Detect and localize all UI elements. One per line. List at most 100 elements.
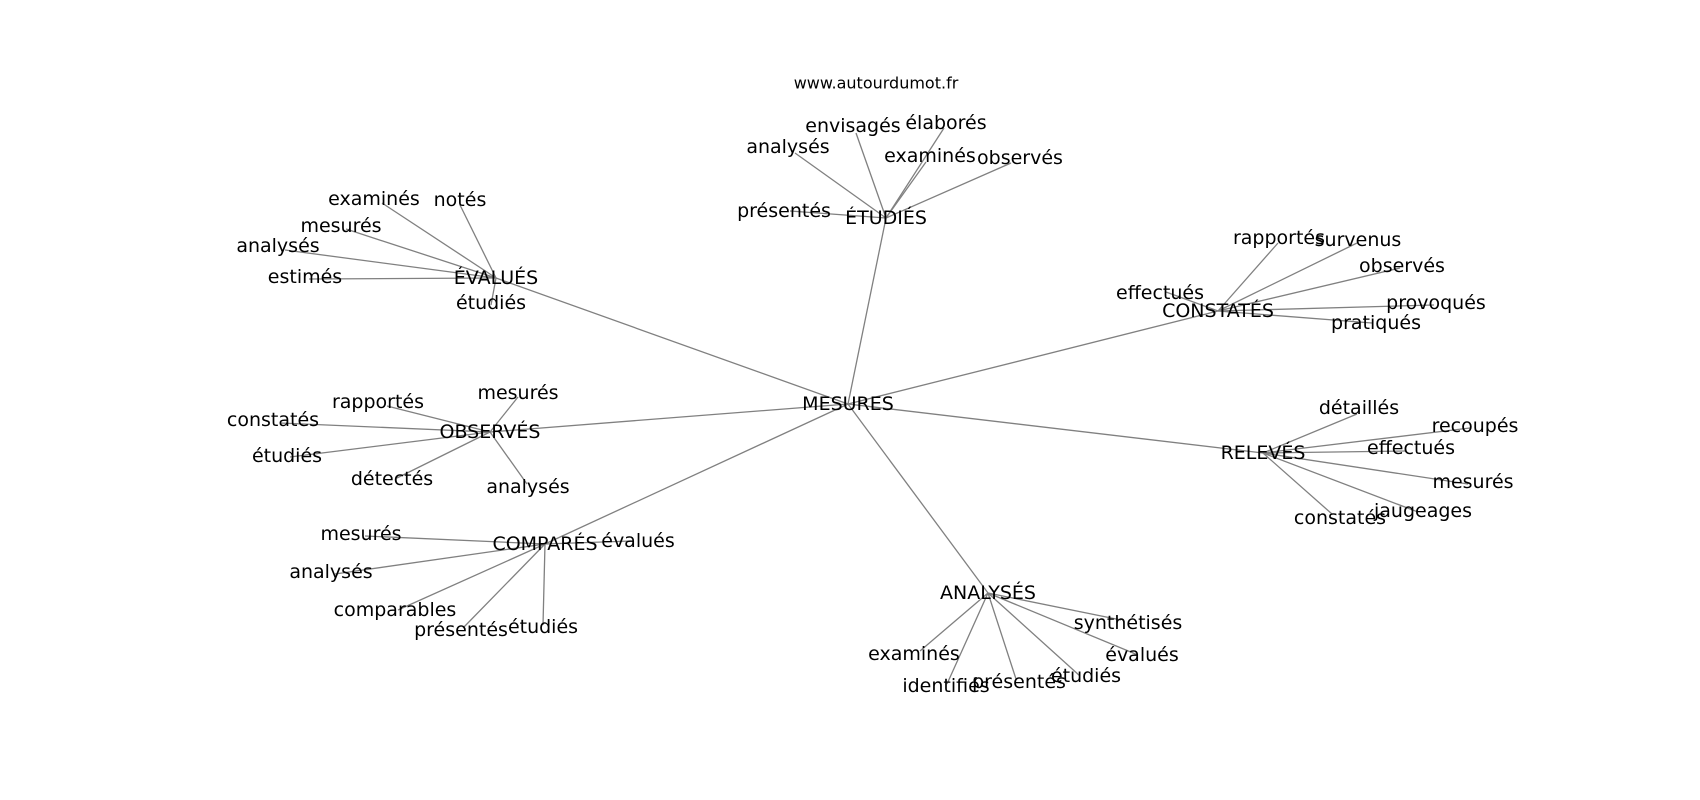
edge-observes-detectes <box>396 431 491 479</box>
leaf-node-etudies-envisages: envisagés <box>805 115 900 137</box>
edge-evalues-estimes <box>308 277 497 280</box>
edge-evalues-etudies <box>490 277 497 306</box>
edge-constates-pratiques <box>1217 310 1373 324</box>
leaf-node-constates-effectues: effectués <box>1116 282 1204 304</box>
edge-constates-survenus <box>1217 242 1358 312</box>
leaf-node-constates-pratiques: pratiqués <box>1331 312 1421 334</box>
edge-constates-effectues <box>1165 291 1219 312</box>
hub-node-observes: OBSERVÉS <box>440 420 541 443</box>
leaf-node-etudies-presentes: présentés <box>737 200 831 222</box>
leaf-node-releves-recoupes: recoupés <box>1432 415 1519 437</box>
edge-etudies-analyses <box>794 152 887 219</box>
leaf-node-evalues-estimes: estimés <box>268 266 342 288</box>
hub-node-evalues: ÉVALUÉS <box>454 266 538 289</box>
edge-observes-etudies <box>289 431 491 458</box>
edge-releves-detailles <box>1262 413 1358 454</box>
edge-constates-rapportes <box>1217 242 1279 312</box>
edge-etudies-examines <box>885 161 927 219</box>
hub-node-releves: RELEVÉS <box>1221 441 1306 464</box>
edge-compares-comparables <box>397 543 546 611</box>
edge-evalues-notes <box>459 204 497 279</box>
leaf-node-releves-constates: constatés <box>1294 507 1386 529</box>
edge-evalues-mesures <box>345 228 497 279</box>
leaf-node-etudies-observes: observés <box>977 147 1063 169</box>
leaf-node-releves-jaugeages: jaugeages <box>1373 500 1472 522</box>
leaf-node-constates-survenus: survenus <box>1315 229 1402 251</box>
edge-center-constates <box>847 310 1219 405</box>
edge-releves-recoupes <box>1262 427 1471 454</box>
leaf-node-compares-presentes: présentés <box>414 619 508 641</box>
leaf-node-evalues-notes: notés <box>434 189 487 211</box>
edge-center-observes <box>489 403 849 433</box>
leaf-node-analyses-identifies: identifiés <box>902 675 989 697</box>
edge-compares-evalues <box>544 540 632 545</box>
edge-etudies-envisages <box>855 132 887 219</box>
edge-releves-constates <box>1262 452 1333 515</box>
leaf-node-observes-detectes: détectés <box>351 468 433 490</box>
edge-analyses-identifies <box>946 592 989 685</box>
leaf-node-analyses-synthetises: synthétisés <box>1074 612 1183 634</box>
leaf-node-compares-comparables: comparables <box>334 599 457 621</box>
edge-etudies-observes <box>885 162 1012 219</box>
leaf-node-evalues-examines: examinés <box>328 188 420 210</box>
leaf-node-compares-etudies: étudiés <box>508 616 578 638</box>
leaf-node-compares-mesures: mesurés <box>320 523 401 545</box>
leaf-node-observes-constates: constatés <box>227 409 319 431</box>
edge-evalues-examines <box>381 202 497 279</box>
edge-analyses-examines <box>919 592 989 652</box>
edge-compares-mesures <box>364 535 546 545</box>
leaf-node-evalues-etudies: étudiés <box>456 292 526 314</box>
leaf-node-evalues-mesures: mesurés <box>300 215 381 237</box>
leaf-node-constates-provoques: provoqués <box>1386 292 1486 314</box>
leaf-node-compares-evalues: évalués <box>601 530 675 552</box>
leaf-node-etudies-examines: examinés <box>884 145 976 167</box>
hub-node-constates: CONSTATÉS <box>1162 299 1274 322</box>
edge-compares-etudies <box>542 543 546 626</box>
edge-observes-mesures <box>489 396 519 433</box>
edge-compares-analyses <box>334 543 546 575</box>
hub-node-analyses: ANALYSÉS <box>940 581 1036 604</box>
graph-edges <box>279 127 1471 685</box>
edge-releves-jaugeages <box>1262 452 1419 513</box>
edge-evalues-analyses <box>284 249 497 279</box>
center-node: MESURES <box>802 393 894 415</box>
leaf-node-observes-analyses: analysés <box>486 476 569 498</box>
leaf-node-etudies-elabores: élaborés <box>905 112 986 134</box>
leaf-node-constates-observes: observés <box>1359 255 1445 277</box>
site-credit: www.autourdumot.fr <box>794 74 959 93</box>
edge-analyses-evalues <box>987 592 1139 656</box>
hub-node-compares: COMPARÉS <box>492 532 597 555</box>
leaf-node-etudies-analyses: analysés <box>746 136 829 158</box>
leaf-node-analyses-presentes: présentés <box>972 671 1066 693</box>
edge-constates-observes <box>1217 267 1401 312</box>
edge-analyses-presentes <box>987 592 1017 680</box>
leaf-node-compares-analyses: analysés <box>289 561 372 583</box>
leaf-node-observes-etudies: étudiés <box>252 445 322 467</box>
leaf-node-evalues-analyses: analysés <box>236 235 319 257</box>
leaf-node-observes-mesures: mesurés <box>477 382 558 404</box>
edge-center-analyses <box>847 403 989 594</box>
leaf-node-observes-rapportes: rapportés <box>332 391 424 413</box>
edge-releves-effectues <box>1262 450 1407 454</box>
edge-observes-analyses <box>489 431 528 485</box>
edge-releves-mesures <box>1262 452 1469 485</box>
edge-compares-presentes <box>462 543 546 629</box>
leaf-node-analyses-evalues: évalués <box>1105 644 1179 666</box>
edge-analyses-etudies <box>987 592 1081 677</box>
edge-etudies-presentes <box>789 210 887 219</box>
edge-center-compares <box>544 403 849 545</box>
leaf-node-analyses-etudies: étudiés <box>1051 665 1121 687</box>
leaf-node-releves-effectues: effectués <box>1367 437 1455 459</box>
edge-analyses-synthetises <box>987 592 1122 621</box>
leaf-node-constates-rapportes: rapportés <box>1233 227 1325 249</box>
leaf-node-releves-mesures: mesurés <box>1432 471 1513 493</box>
edge-center-etudies <box>847 217 887 405</box>
edge-observes-rapportes <box>386 405 491 433</box>
leaf-node-analyses-examines: examinés <box>868 643 960 665</box>
edge-center-evalues <box>495 277 849 405</box>
hub-node-etudies: ÉTUDIÉS <box>845 206 927 229</box>
edge-etudies-elabores <box>885 127 945 219</box>
edge-constates-provoques <box>1217 304 1435 312</box>
